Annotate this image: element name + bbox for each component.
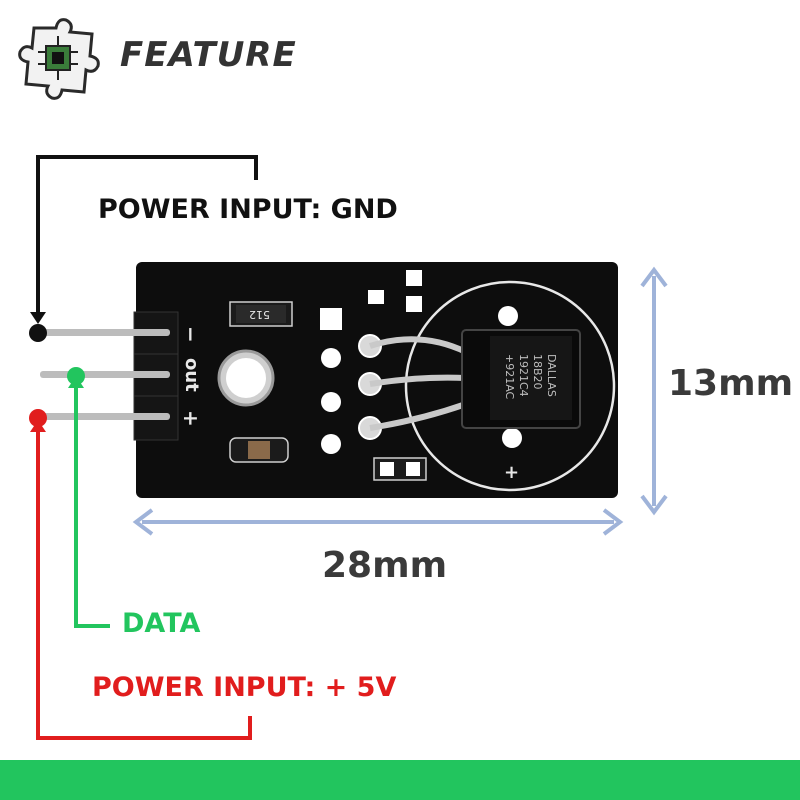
chip-line-3: 1921C4 (517, 354, 530, 397)
pin-label-out: out (181, 358, 202, 392)
vcc-label: POWER INPUT: + 5V (92, 672, 397, 703)
chip-line-4: +921AC (503, 354, 516, 400)
resistor-code: 512 (249, 308, 270, 321)
width-dimension-label: 28mm (322, 545, 448, 586)
gnd-connector (29, 155, 258, 342)
page-title: FEATURE (120, 35, 297, 75)
plus-marker: + (504, 462, 519, 483)
chip-line-1: DALLAS (545, 354, 558, 397)
data-label: DATA (122, 608, 201, 639)
chip-line-2: 18B20 (531, 354, 544, 390)
pin-label-vcc: + (179, 410, 203, 427)
puzzle-chip-icon (18, 18, 100, 100)
vcc-connector (29, 409, 252, 740)
gnd-label: POWER INPUT: GND (98, 194, 398, 225)
pin-label-gnd: − (179, 326, 203, 343)
height-dimension-arrow (640, 266, 668, 516)
data-connector (67, 367, 110, 628)
height-dimension-label: 13mm (668, 363, 794, 404)
footer-bar (0, 760, 800, 800)
width-dimension-arrow (132, 508, 624, 536)
